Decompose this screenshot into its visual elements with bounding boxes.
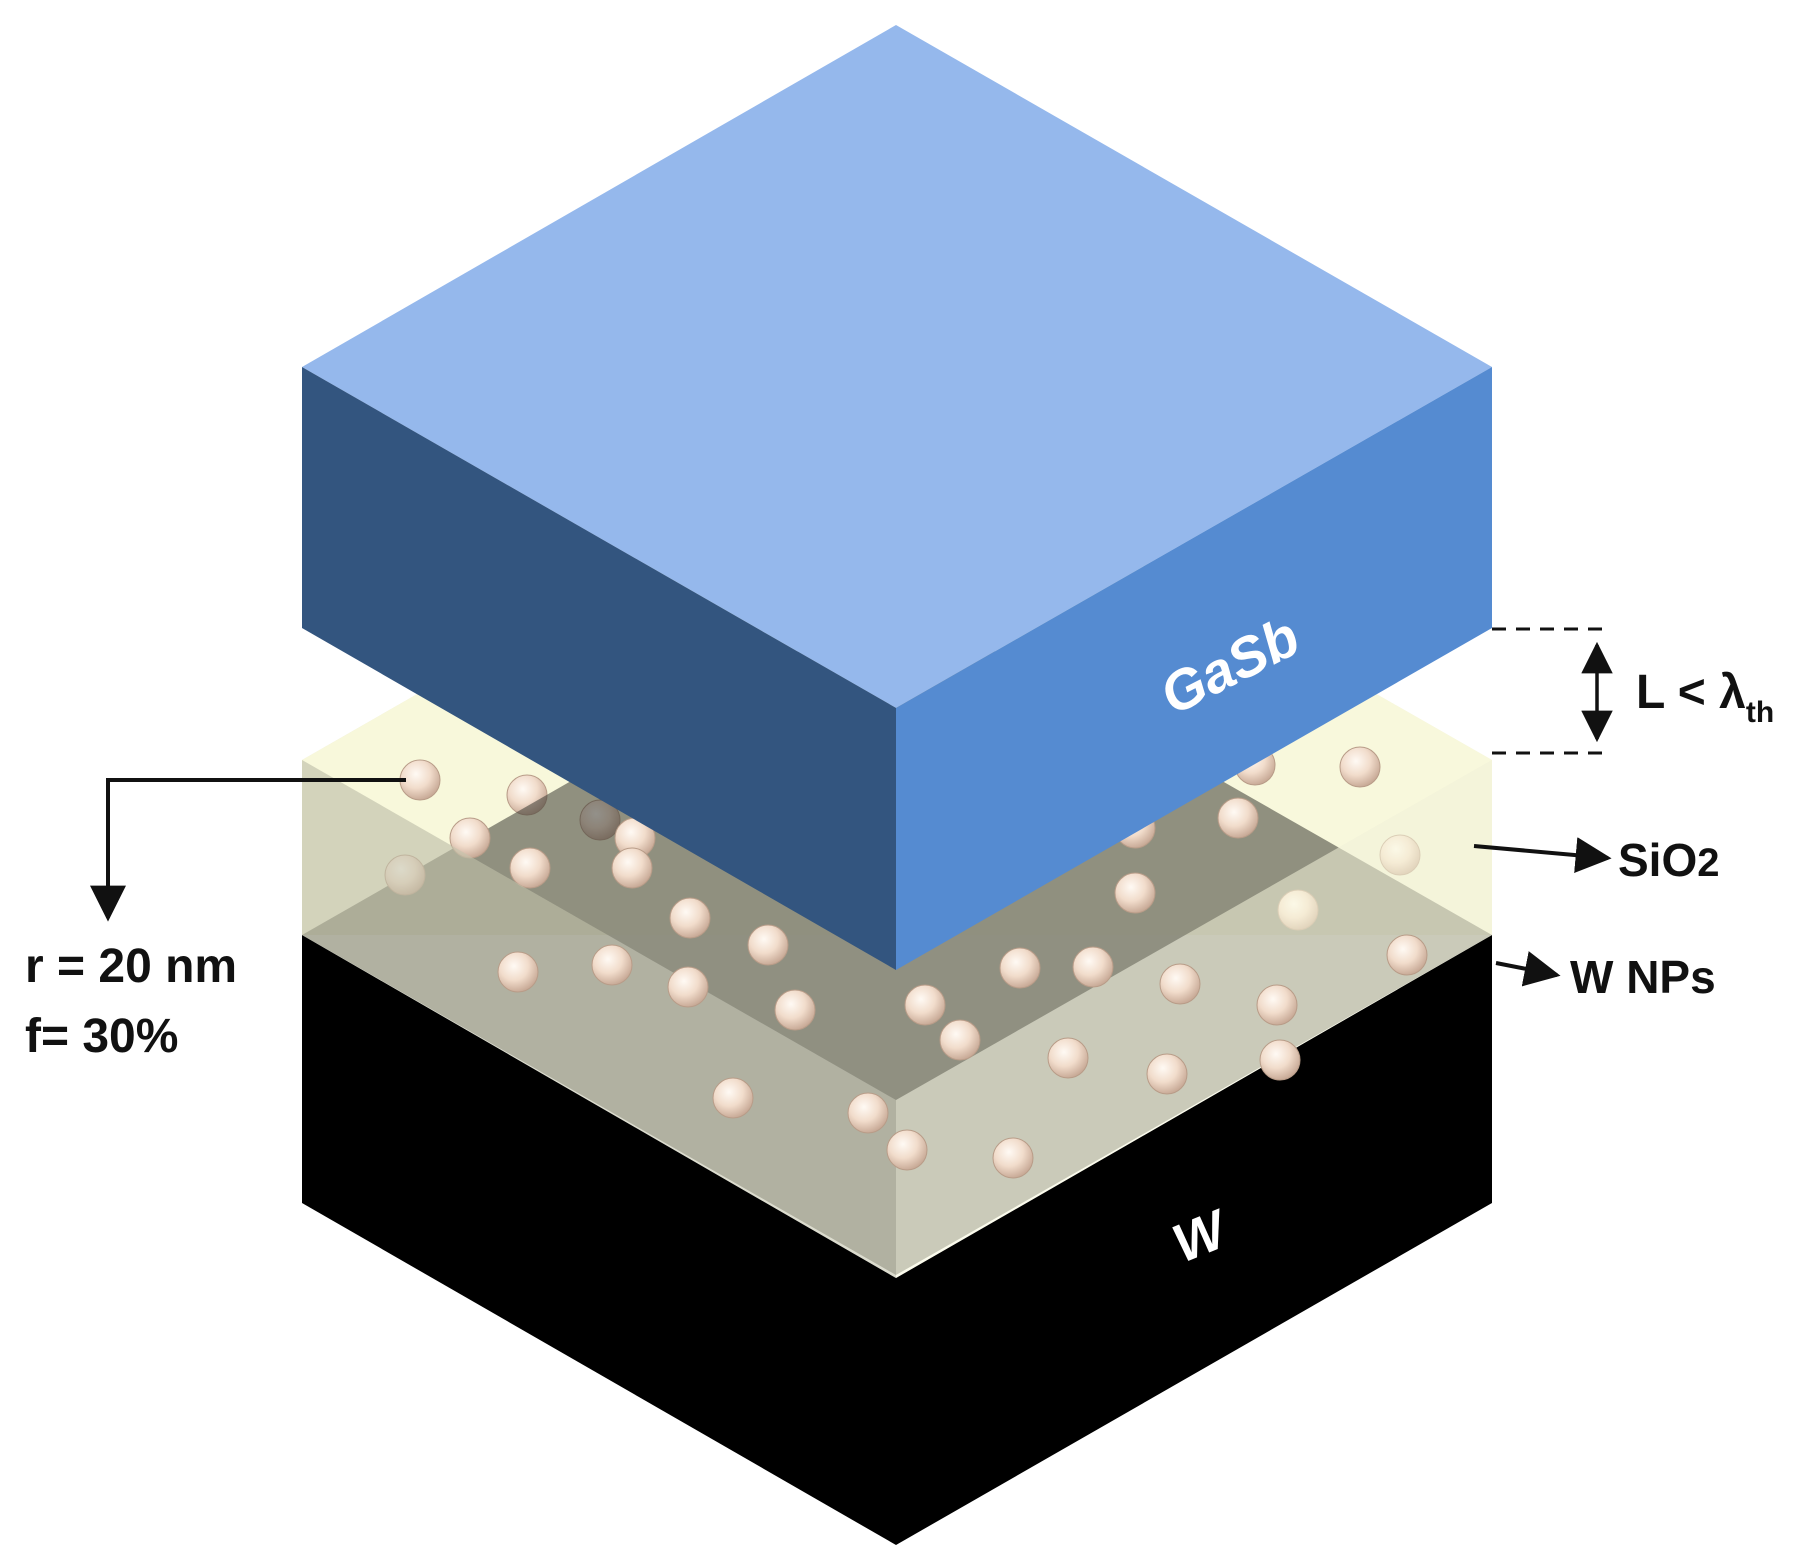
sio2-right-face [896,760,1492,1278]
nanoparticle [1146,1053,1188,1095]
gasb-block [302,25,1492,970]
gasb-right-face [896,367,1492,970]
w-left-face [302,935,896,1545]
nanoparticle [667,966,709,1008]
nanoparticle [669,897,711,939]
nanoparticle [611,847,653,889]
fill-fraction-label: f= 30% [25,1010,178,1063]
nanoparticle [1114,872,1156,914]
nanoparticles-front [497,934,1428,1179]
sio2-label-subscript: 2 [1697,841,1719,885]
nanoparticle [1259,1039,1301,1081]
nanoparticle [992,1137,1034,1179]
particle-callout: r = 20 nm f= 30% [25,778,406,1063]
wnp-label: W NPs [1570,951,1716,1003]
nanoparticle [747,924,789,966]
nanoparticle [847,1092,889,1134]
nanoparticle [591,944,633,986]
nanoparticle [712,1077,754,1119]
sio2-left-face [302,760,896,1278]
wnp-arrow [1495,951,1561,987]
radius-label: r = 20 nm [25,940,237,993]
nanoparticle [497,951,539,993]
nanoparticle [1386,934,1428,976]
wnp-pointer: W NPs [1495,951,1716,1003]
sio2-label: SiO2 [1618,834,1720,886]
nanoparticle [939,1019,981,1061]
gap-dimension: L < λth [1492,627,1774,755]
gasb-top-face [302,25,1492,708]
nanoparticle [1159,963,1201,1005]
gap-label-subscript: th [1746,696,1774,729]
nanoparticle [999,947,1041,989]
nanoparticle [1256,984,1298,1026]
nanoparticle [1072,946,1114,988]
nanoparticle [886,1129,928,1171]
w-substrate [302,935,1492,1545]
callout-line [90,778,406,922]
nanoparticle [904,984,946,1026]
nanoparticle [774,989,816,1031]
w-right-face [896,935,1492,1545]
gasb-left-face [302,367,896,970]
sio2-arrow [1473,837,1612,874]
nanoparticle [1217,797,1259,839]
sio2-pointer: SiO2 [1473,834,1720,886]
gap-label: L < λth [1636,666,1774,729]
nanoparticle [509,847,551,889]
nanoparticle [1339,746,1381,788]
nanoparticle [1047,1037,1089,1079]
